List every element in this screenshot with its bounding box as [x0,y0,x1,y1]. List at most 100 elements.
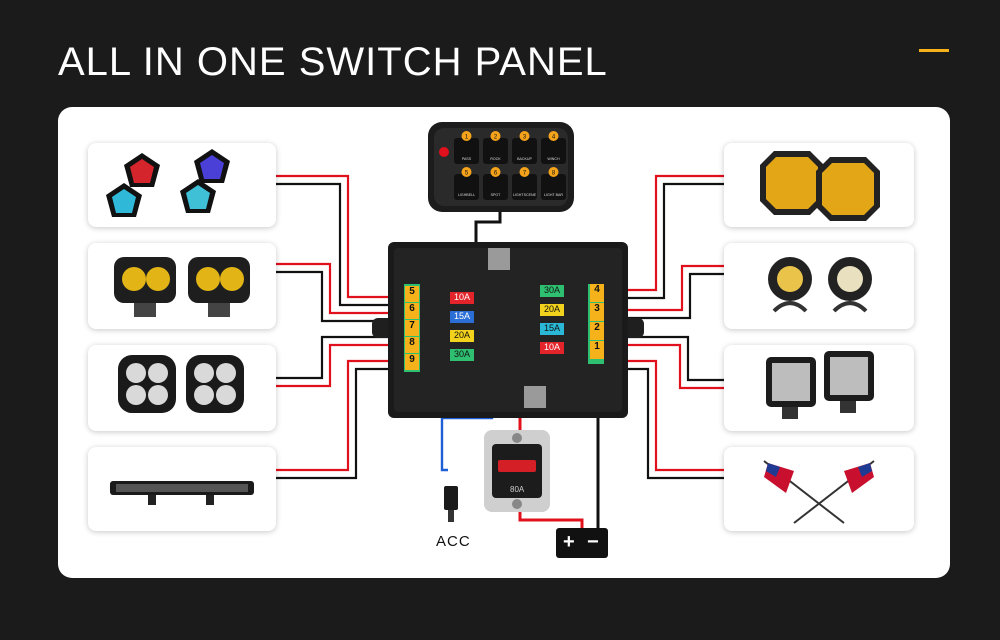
terminal-ground [524,386,546,408]
wire-right-1-black [610,182,724,300]
breaker-reset-lever[interactable] [498,460,536,472]
wire-right-3-red [610,343,724,390]
fuse-slot-number: 4 [590,284,604,302]
left-fuse-ratings: 10A 15A 20A 30A [450,292,474,361]
fuse-slot-number: 7 [405,320,419,336]
left-fuse-slots: 5 6 7 8 9 [405,286,419,370]
switch-number: 5 [465,171,469,177]
switch-number-badge [490,167,501,177]
switch-label: LIGHT BAR [544,193,563,197]
switch-panel: 1PASS2ROCK3BACKUP4WINCH5LIGHBELL6SPOT7LI… [428,122,574,212]
fuse-rating: 10A [450,292,474,304]
wire-right-2-red [610,264,724,312]
switch-label: ROCK [490,157,501,161]
wire-right-4-black [610,367,724,480]
switch-number-badge [548,131,559,141]
wire-right-2-black [610,272,724,320]
card-amber-floods [724,143,914,227]
switch-number-badge [490,131,501,141]
amber-flood-lights-image [760,151,880,221]
fuse-slot-number: 9 [405,354,419,370]
card-round-fogs [724,243,914,329]
switch-number: 2 [494,135,498,141]
accent-bar [919,49,949,52]
battery-minus: − [587,531,599,553]
switch-number: 6 [494,171,498,177]
card-whip-flags [724,447,914,531]
card-cube-lights [724,345,914,431]
wire-left-4-red [276,359,400,472]
fuse-rating: 20A [540,304,564,316]
fuse-slot-number: 2 [590,322,604,340]
battery-plus: + [563,531,575,553]
rock-lights-image [106,149,230,217]
wire-breaker-to-battery [518,508,584,530]
wire-left-2-black [276,270,400,323]
terminal-top [488,248,510,270]
circuit-breaker [484,430,550,512]
fuse-rating: 10A [540,342,564,354]
switch-number: 8 [552,171,556,177]
acc-plug [444,486,458,522]
switch-label: LIGHBELL [458,193,475,197]
wire-right-4-red [610,359,724,472]
switch-number: 7 [523,171,527,177]
fuse-slot-number: 3 [590,303,604,321]
light-bar-image [110,481,254,505]
whip-flags-image [763,460,875,524]
fuse-rating: 20A [450,330,474,342]
yellow-pod-lights-image [114,257,250,317]
fuse-rating: 15A [540,323,564,335]
quad-pod-lights-image [118,355,244,413]
wire-right-1-red [610,174,724,292]
fuse-slot-number: 1 [590,341,604,359]
wire-left-2-red [276,262,400,315]
switch-number-badge [461,167,472,177]
switch-number: 4 [552,135,556,141]
switch-label: SPOT [491,193,502,197]
card-light-bar [88,447,276,531]
wire-right-3-black [610,335,724,382]
wire-left-1-red [276,174,400,299]
power-button[interactable] [439,147,449,157]
fuse-slot-number: 6 [405,303,419,319]
fuse-box [372,242,644,418]
card-yellow-pods [88,243,276,329]
wire-left-4-black [276,367,400,480]
switch-number: 1 [465,135,469,141]
switch-label: WINCH [547,157,560,161]
page-title: ALL IN ONE SWITCH PANEL [58,40,608,84]
fuse-slot-number: 8 [405,337,419,353]
switch-label: PASS [462,157,472,161]
switch-number-badge [461,131,472,141]
switch-label: LIGHTSCENE [513,193,537,197]
battery: + − [556,528,608,558]
switch-number-badge [548,167,559,177]
breaker-rating: 80A [510,485,525,494]
card-rock-lights [88,143,276,227]
round-fog-lights-image [768,257,872,313]
switch-number-badge [519,167,530,177]
switch-number-badge [519,131,530,141]
wire-left-3-red [276,343,400,388]
acc-label: ACC [436,533,471,550]
fuse-rating: 30A [540,285,564,297]
right-fuse-slots: 4 3 2 1 [590,284,604,359]
cube-lights-image [766,351,874,419]
card-quad-pods [88,345,276,431]
fuse-rating: 30A [450,349,474,361]
right-fuse-ratings: 30A 20A 15A 10A [540,285,564,354]
switch-number: 3 [523,135,527,141]
fuse-slot-number: 5 [405,286,419,302]
fuse-rating: 15A [450,311,474,323]
wire-left-1-black [276,182,400,307]
